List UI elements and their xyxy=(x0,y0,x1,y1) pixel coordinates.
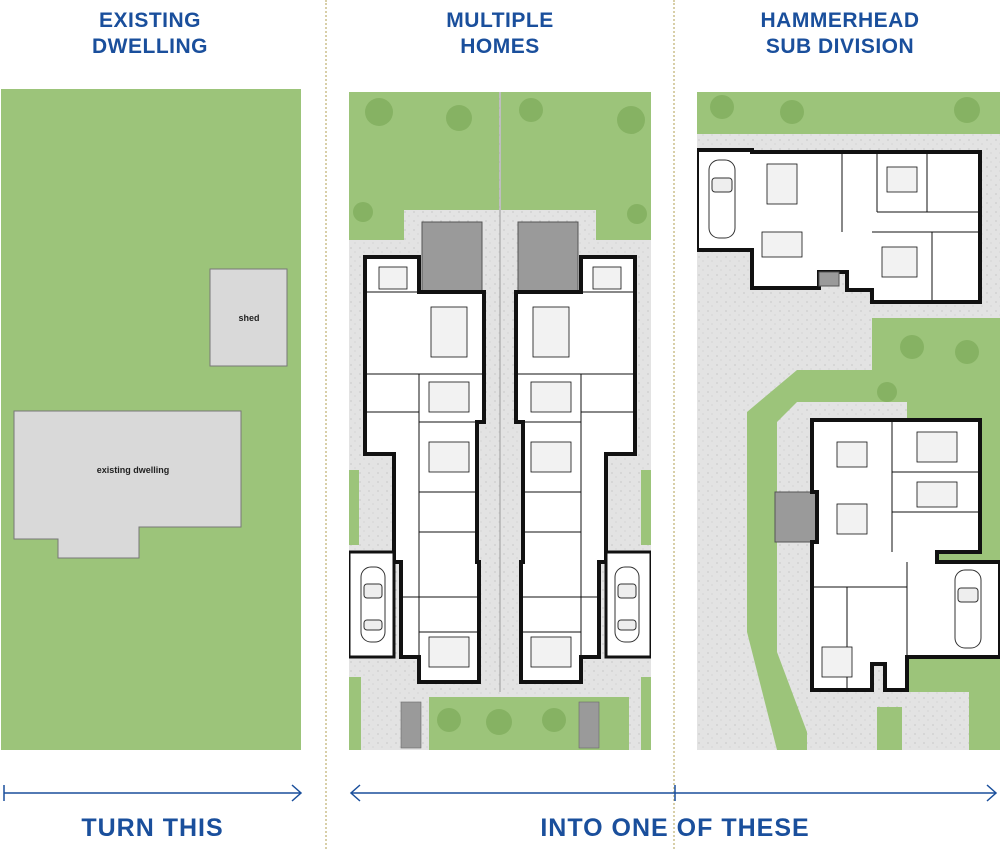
alfresco-left xyxy=(421,221,483,293)
heading-line: MULTIPLE xyxy=(446,9,554,32)
existing-dwelling-building xyxy=(13,410,242,559)
car-right xyxy=(614,566,640,643)
shrubs xyxy=(353,98,647,224)
divider-left xyxy=(325,0,327,849)
side-lawn xyxy=(349,470,359,545)
multiple-homes-plan xyxy=(349,92,651,750)
front-lawn xyxy=(877,707,902,750)
rear-lawn-right xyxy=(501,92,651,240)
arrow-into-one-of-these xyxy=(349,784,998,802)
side-lawn xyxy=(641,470,651,545)
existing-site-plan: shed existing dwelling xyxy=(1,89,301,750)
porch-step xyxy=(818,271,840,287)
heading-line: DWELLING xyxy=(92,35,208,58)
shed-label: shed xyxy=(238,313,259,323)
heading-existing-dwelling: EXISTING DWELLING xyxy=(50,8,250,60)
label-into-one-of-these: INTO ONE OF THESE xyxy=(540,814,810,842)
shed-building xyxy=(209,268,288,367)
rear-lawn-top xyxy=(697,92,1000,134)
letterbox-pads xyxy=(400,701,600,749)
heading-line: HOMES xyxy=(460,35,540,58)
home-left xyxy=(363,255,486,684)
front-lawn xyxy=(349,677,361,750)
front-lawn xyxy=(641,677,651,750)
home-right xyxy=(514,255,637,684)
heading-multiple-homes: MULTIPLE HOMES xyxy=(400,8,600,60)
front-home xyxy=(697,148,982,304)
alfresco-right xyxy=(517,221,579,293)
hammerhead-plan xyxy=(697,92,1000,750)
rear-home xyxy=(810,418,1000,692)
car-front-home xyxy=(708,159,736,239)
alfresco-rear xyxy=(774,491,818,543)
divider-right xyxy=(673,0,675,849)
heading-line: SUB DIVISION xyxy=(765,35,915,58)
arrow-turn-this xyxy=(3,784,303,802)
heading-line: EXISTING xyxy=(98,9,202,32)
side-lawn-wedge xyxy=(747,370,807,750)
heading-line: HAMMERHEAD xyxy=(760,9,920,32)
car-left xyxy=(360,566,386,643)
label-turn-this: TURN THIS xyxy=(81,814,224,842)
heading-hammerhead-subdivision: HAMMERHEAD SUB DIVISION xyxy=(730,8,950,60)
car-rear-home xyxy=(954,569,982,649)
existing-dwelling-label: existing dwelling xyxy=(97,465,170,475)
